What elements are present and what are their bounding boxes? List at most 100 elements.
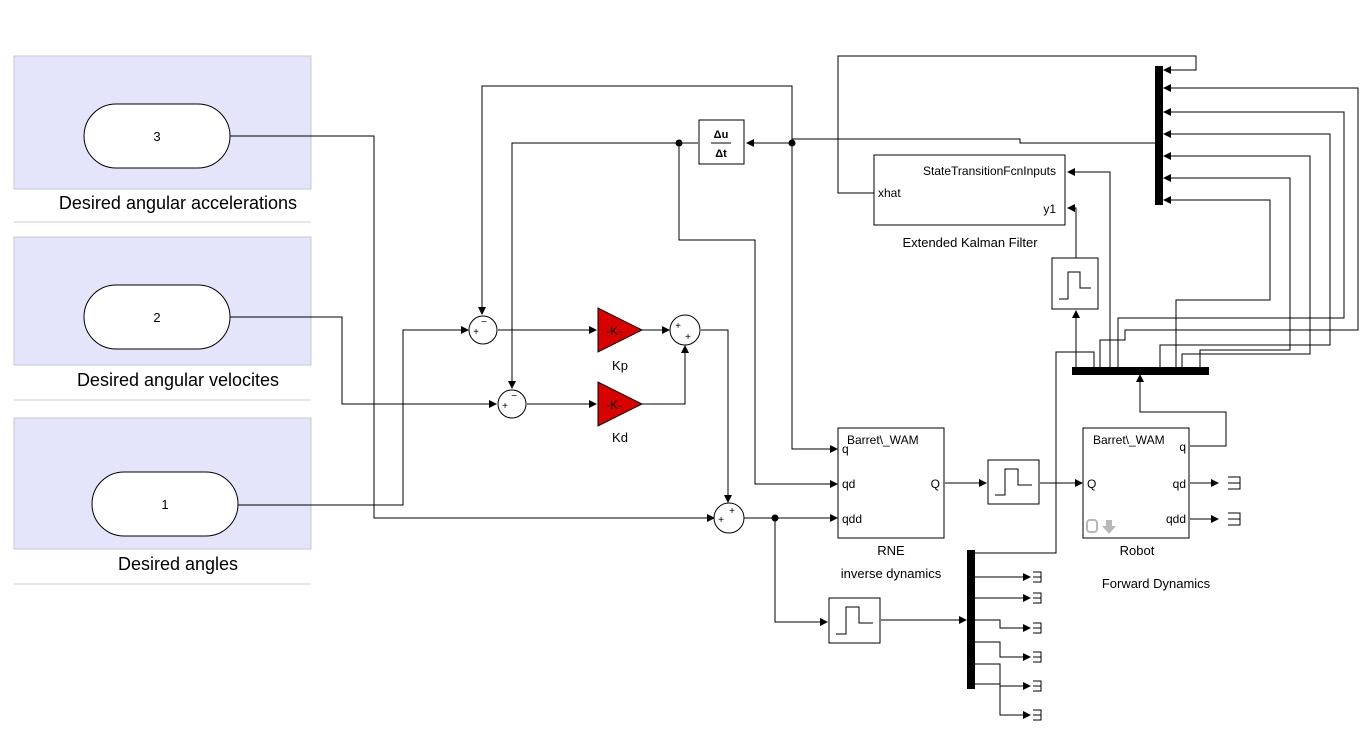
inport-1-label: Desired angles — [118, 554, 238, 574]
wire-accel-to-sum4[interactable] — [230, 135, 715, 522]
rne-port-q: q — [842, 442, 849, 456]
wire-bus-to-mux-3[interactable] — [1117, 108, 1345, 368]
demux-bar[interactable] — [967, 550, 975, 689]
rne-label: RNE — [877, 543, 905, 558]
terminator-icon[interactable] — [1033, 680, 1042, 692]
kp-label: Kp — [612, 358, 628, 373]
inport-panel-angles: 1 Desired angles — [13, 417, 312, 585]
rne-block[interactable]: Barret\_WAM q qd qdd Q RNE inverse dynam… — [837, 427, 945, 581]
wire-kd-to-sum3[interactable] — [642, 345, 689, 405]
inport-2-number: 2 — [153, 310, 160, 325]
kp-gain-text: -K- — [606, 324, 622, 338]
kd-gain-text: -K- — [606, 398, 622, 412]
terminators — [1033, 476, 1241, 721]
sum2-left-sign: + — [502, 401, 508, 412]
mux-bar[interactable] — [1155, 66, 1163, 205]
wire-qd-to-rne[interactable] — [678, 143, 838, 488]
junction-dot — [788, 139, 796, 147]
robot-port-qd: qd — [1173, 477, 1186, 491]
robot-title: Barret\_WAM — [1093, 433, 1165, 447]
robot-sublabel: Forward Dynamics — [1102, 576, 1211, 591]
gain-kp[interactable]: -K- Kp — [597, 307, 644, 373]
wire-q-to-rne-q[interactable] — [791, 139, 838, 453]
robot-block[interactable]: Barret\_WAM Q q qd qdd Robot Forward Dyn… — [1082, 427, 1211, 591]
wire-demux-out-3[interactable] — [974, 619, 1031, 632]
sum1-left-sign: + — [473, 327, 479, 338]
sum3-top-sign: + — [675, 321, 681, 332]
wire-bus-to-mux-5[interactable] — [1163, 152, 1311, 368]
wire-angle-to-sum1[interactable] — [238, 326, 469, 506]
wire-xhat-to-mux[interactable] — [837, 55, 1197, 194]
inport-2-label: Desired angular velocites — [77, 370, 279, 390]
rne-title: Barret\_WAM — [847, 433, 919, 447]
zero-order-hold-3[interactable] — [828, 597, 881, 644]
robot-port-qdd: qdd — [1166, 512, 1186, 526]
ekf-label: Extended Kalman Filter — [902, 235, 1038, 250]
sum-block-1[interactable]: − + — [468, 315, 498, 345]
terminator-icon[interactable] — [1228, 476, 1241, 490]
wire-vel-to-sum2[interactable] — [230, 316, 497, 408]
ekf-port-state-inputs: StateTransitionFcnInputs — [923, 164, 1056, 178]
rne-sublabel: inverse dynamics — [841, 566, 942, 581]
wire-bus-to-mux-2[interactable] — [1099, 84, 1359, 368]
zoh-icon — [836, 606, 873, 635]
sum-block-2[interactable]: − + — [497, 389, 527, 419]
terminator-icon[interactable] — [1033, 622, 1042, 634]
terminator-icon[interactable] — [1228, 512, 1241, 526]
robot-port-q: q — [1179, 440, 1186, 454]
inport-1-block[interactable] — [91, 471, 239, 537]
ekf-port-y1: y1 — [1043, 202, 1056, 216]
sum3-bottom-sign: + — [685, 332, 691, 343]
link-broken-icon — [1086, 519, 1116, 534]
sum4-top-sign: + — [729, 506, 735, 517]
wire-bus-to-ekf-inputs[interactable] — [1067, 168, 1111, 368]
wire-sum4-to-zoh3[interactable] — [774, 518, 828, 626]
wire-bus-to-mux-6[interactable] — [1163, 174, 1291, 368]
wire-demux-out-5[interactable] — [974, 663, 1031, 690]
sum1-top-sign: − — [481, 317, 487, 328]
wire-demux-out-6[interactable] — [974, 683, 1031, 719]
kd-label: Kd — [612, 430, 628, 445]
zoh-icon — [995, 468, 1032, 496]
terminator-icon[interactable] — [1033, 592, 1042, 604]
wire-derivative-to-sum2[interactable] — [508, 142, 698, 389]
gain-kd[interactable]: -K- Kd — [597, 381, 644, 445]
terminator-icon[interactable] — [1033, 651, 1042, 663]
sum-block-4[interactable]: + + — [713, 502, 745, 534]
rne-port-qd: qd — [842, 477, 855, 491]
inport-3-label: Desired angular accelerations — [59, 193, 297, 213]
zoh-icon — [1059, 271, 1091, 300]
derivative-numerator: Δu — [714, 129, 729, 141]
inport-panel-accelerations: 3 Desired angular accelerations — [13, 55, 312, 223]
ekf-port-xhat: xhat — [878, 186, 901, 200]
wire-zoh1-to-ekf-y1[interactable] — [1067, 204, 1077, 258]
inport-panel-velocities: 2 Desired angular velocites — [13, 236, 312, 401]
derivative-block[interactable]: Δu Δt — [698, 119, 745, 165]
rne-port-Q: Q — [931, 477, 940, 491]
junction-dot — [771, 514, 779, 522]
junction-dot — [675, 139, 683, 147]
signal-wires — [230, 55, 1359, 719]
derivative-denominator: Δt — [715, 148, 727, 160]
wire-demux-to-bus[interactable] — [972, 351, 1095, 554]
robot-label: Robot — [1120, 543, 1155, 558]
sum4-left-sign: + — [718, 515, 724, 526]
zero-order-hold-1[interactable] — [1051, 257, 1099, 310]
wire-bus-to-mux-4[interactable] — [1159, 130, 1331, 368]
terminator-icon[interactable] — [1033, 709, 1042, 721]
inport-1-number: 1 — [161, 497, 168, 512]
sum-block-3[interactable]: + + — [669, 314, 701, 346]
inport-3-number: 3 — [153, 129, 160, 144]
wire-demux-out-4[interactable] — [974, 641, 1031, 661]
bus-bar[interactable] — [1072, 367, 1209, 375]
wire-bus-to-mux-7[interactable] — [1163, 196, 1271, 368]
wire-robot-q-to-bus[interactable] — [1136, 374, 1227, 447]
robot-port-Q: Q — [1087, 477, 1096, 491]
wire-sum3-to-sum4[interactable] — [701, 329, 732, 503]
sum2-top-sign: − — [511, 391, 517, 402]
ekf-block[interactable]: StateTransitionFcnInputs y1 xhat Extende… — [873, 154, 1066, 250]
rne-port-qdd: qdd — [842, 512, 862, 526]
zero-order-hold-2[interactable] — [987, 459, 1040, 505]
terminator-icon[interactable] — [1033, 571, 1042, 583]
